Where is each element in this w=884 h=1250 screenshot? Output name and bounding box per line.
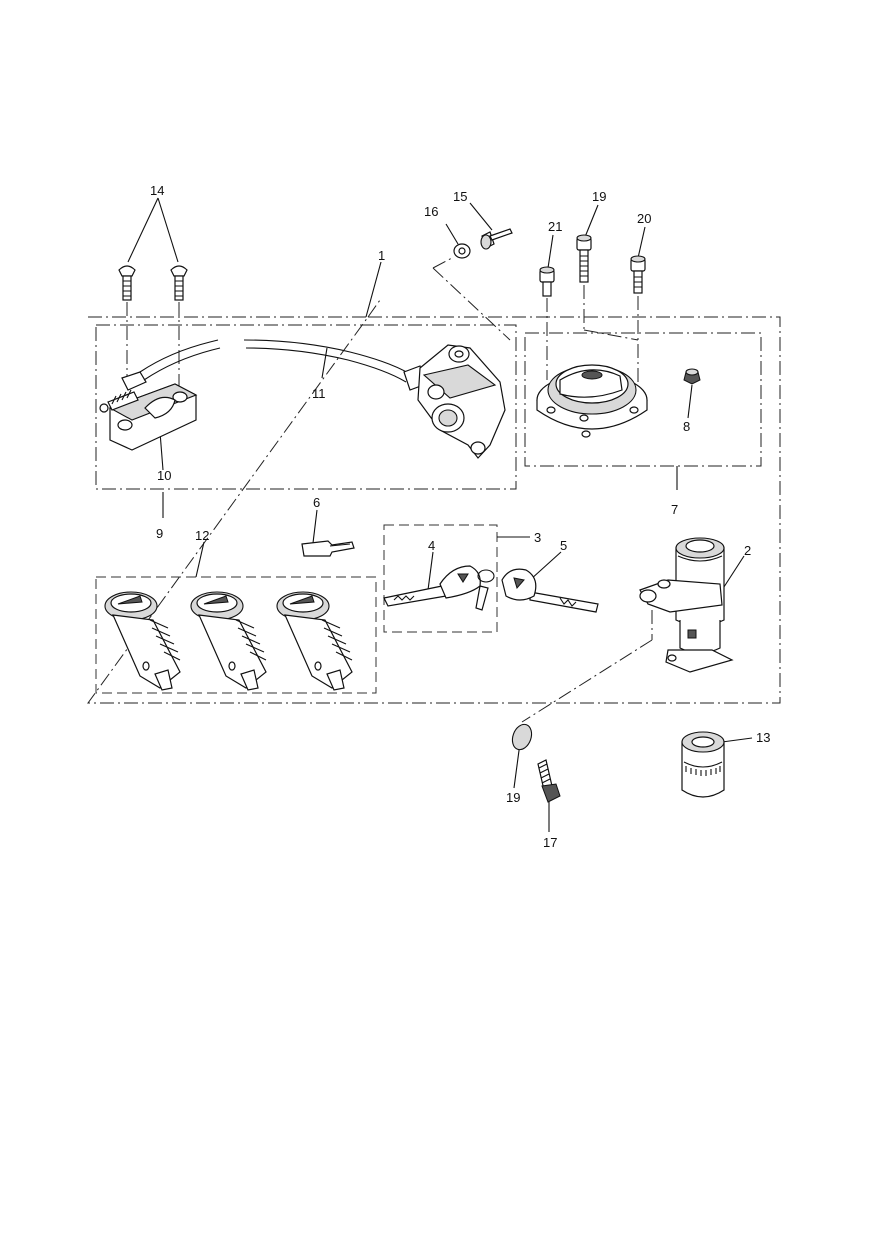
callout-labels: 1 2 3 4 5 6 7 8 9 10 11 12 13 14 15 16 1… (150, 183, 770, 850)
bolt-part-19-top (576, 234, 592, 283)
pin-part-15 (480, 228, 513, 250)
fuel-cap-part-7 (536, 364, 648, 438)
callout-8: 8 (683, 419, 690, 434)
callout-9: 9 (156, 526, 163, 541)
group-box-7 (524, 332, 762, 467)
cable-part-11 (243, 339, 427, 391)
group-box-3 (383, 524, 498, 633)
callout-14: 14 (150, 183, 164, 198)
callout-4: 4 (428, 538, 435, 553)
screw-part-14-left (118, 265, 136, 301)
callout-15: 15 (453, 189, 467, 204)
washer-part-19-lower (511, 723, 533, 751)
screw-part-14-right (170, 265, 188, 301)
bolt-part-17 (537, 759, 561, 803)
callout-21: 21 (548, 219, 562, 234)
lock-barrel-part-12-b (190, 591, 267, 691)
group-box-12 (95, 576, 377, 694)
callout-10: 10 (157, 468, 171, 483)
callout-12: 12 (195, 528, 209, 543)
bolt-part-21 (539, 266, 555, 297)
seat-lock-part-10 (99, 339, 221, 451)
ignition-switch-part-2 (639, 537, 734, 673)
key-blank-part-6 (301, 540, 355, 557)
callout-7: 7 (671, 502, 678, 517)
callout-19-lower: 19 (506, 790, 520, 805)
key-part-4 (383, 565, 481, 607)
callout-16: 16 (424, 204, 438, 219)
callout-20: 20 (637, 211, 651, 226)
cap-part-13 (681, 731, 725, 798)
lock-barrel-part-12-a (104, 591, 181, 691)
lock-barrel-part-12-c (276, 591, 353, 691)
washer-part-16 (453, 243, 471, 259)
callout-19-top: 19 (592, 189, 606, 204)
callout-6: 6 (313, 495, 320, 510)
bolt-part-20 (630, 255, 646, 294)
callout-11: 11 (312, 386, 326, 401)
screw-part-8 (683, 368, 701, 385)
callout-5: 5 (560, 538, 567, 553)
callout-3: 3 (534, 530, 541, 545)
group-box-9 (95, 324, 517, 490)
lock-housing-part-9 (417, 344, 506, 459)
callout-1: 1 (378, 248, 385, 263)
leader-lines (126, 197, 753, 832)
callout-17: 17 (543, 835, 557, 850)
callout-2: 2 (744, 543, 751, 558)
group-box-main (87, 299, 781, 704)
key-part-5 (501, 568, 599, 613)
callout-13: 13 (756, 730, 770, 745)
key-ring (475, 569, 495, 611)
